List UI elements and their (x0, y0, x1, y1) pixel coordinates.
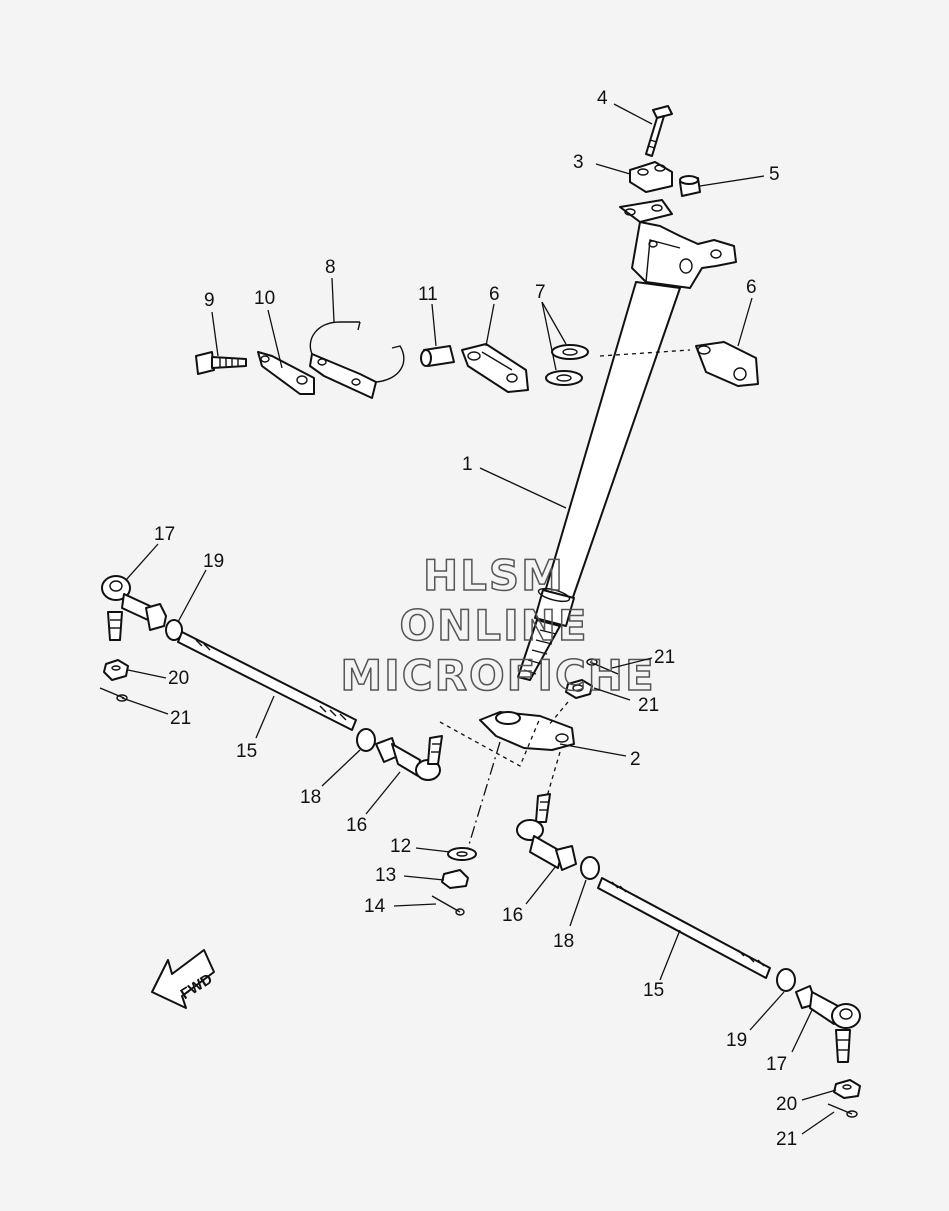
callout-6b: 6 (746, 277, 757, 298)
left-nut-19 (165, 619, 183, 641)
watermark-line-1: HLSM (423, 551, 565, 600)
callout-4: 4 (597, 88, 608, 109)
callout-20a: 20 (168, 668, 189, 689)
callout-12: 12 (390, 836, 411, 857)
right-nut-19 (776, 968, 796, 992)
callout-18b: 18 (553, 931, 574, 952)
callout-1: 1 (462, 454, 473, 475)
upper-holder (629, 161, 673, 193)
holder-6-right (695, 341, 759, 387)
holder-alignment-line (599, 349, 691, 357)
callout-19b: 19 (726, 1030, 747, 1051)
nut-20-center (565, 679, 593, 699)
callout-7: 7 (535, 282, 546, 303)
pitman-arm (479, 711, 575, 751)
callout-21a: 21 (170, 708, 191, 729)
callout-14: 14 (364, 896, 386, 917)
callout-3: 3 (573, 152, 584, 173)
left-tie-rod-end-17 (101, 575, 151, 641)
callout-19a: 19 (203, 551, 224, 572)
washer-12 (447, 847, 477, 861)
right-tie-rod-end-16 (516, 793, 577, 871)
right-cotter-pin-21 (827, 1103, 858, 1118)
callout-18a: 18 (300, 787, 321, 808)
callout-20c: 21 (638, 695, 659, 716)
right-tierod-link-line (545, 751, 561, 801)
watermark: HLSM ONLINE MICROFICHE (340, 550, 655, 701)
callout-labels: 4 3 5 8 9 10 11 6 7 6 1 21 21 2 12 13 14… (154, 88, 797, 1150)
callout-16a: 16 (346, 815, 367, 836)
pitman-axis-line (467, 741, 501, 849)
pitman-to-shaft-line (547, 701, 569, 727)
left-cotter-pin-21 (99, 687, 128, 702)
callout-17b: 17 (766, 1054, 787, 1075)
callout-11: 11 (418, 284, 438, 305)
leader-lines (121, 103, 837, 1135)
left-nut-18 (356, 728, 376, 752)
watermark-line-3: MICROFICHE (340, 651, 655, 700)
nut-13 (441, 869, 469, 889)
right-nut-18 (580, 856, 600, 880)
bushing-5 (679, 175, 701, 197)
bolt-9 (195, 351, 247, 375)
callout-21b: 21 (776, 1129, 797, 1150)
holder-6-left (461, 343, 529, 393)
left-tie-rod-15 (177, 631, 357, 731)
callout-2: 2 (630, 749, 641, 770)
callout-9: 9 (204, 290, 215, 311)
callout-20b: 20 (776, 1094, 797, 1115)
callout-21c: 21 (654, 647, 675, 668)
bolt-4 (645, 105, 673, 157)
callout-13: 13 (375, 865, 396, 886)
right-tie-rod-15 (597, 877, 771, 979)
left-nut-20 (103, 659, 129, 681)
left-locknut-17-hex (145, 603, 167, 631)
pitman-bracket-line (439, 717, 541, 767)
callout-15a: 15 (236, 741, 257, 762)
cotter-pin-21-center (586, 658, 619, 675)
callout-15b: 15 (643, 980, 664, 1001)
callout-10: 10 (254, 288, 275, 309)
watermark-line-2: ONLINE (399, 601, 588, 650)
callout-16b: 16 (502, 905, 523, 926)
cotter-pin-14 (431, 895, 465, 916)
callout-5: 5 (769, 164, 780, 185)
callout-6a: 6 (489, 284, 500, 305)
lock-washer-10 (257, 351, 315, 395)
right-nut-20 (833, 1079, 861, 1099)
bracket-8 (309, 321, 405, 399)
collar-11 (420, 345, 455, 367)
callout-17a: 17 (154, 524, 175, 545)
steering-shaft (517, 199, 737, 681)
callout-8: 8 (325, 257, 336, 278)
left-tie-rod-end-16 (375, 735, 443, 781)
right-tie-rod-end-17 (795, 985, 861, 1063)
fwd-arrow-icon: FWD (151, 949, 216, 1009)
